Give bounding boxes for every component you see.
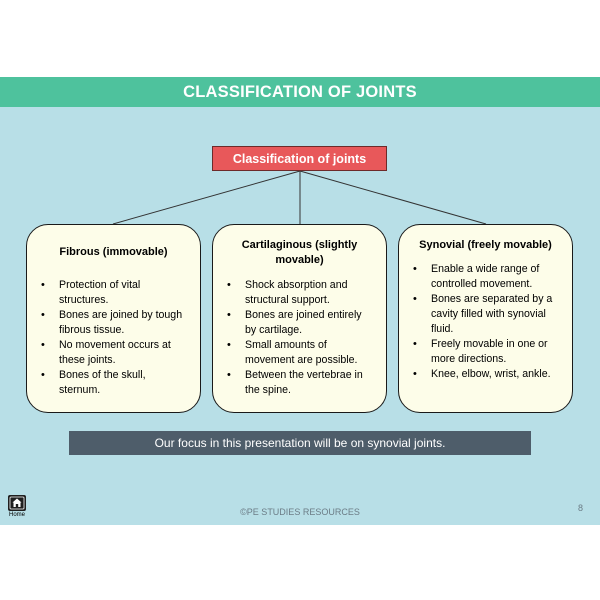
focus-text: Our focus in this presentation will be o… bbox=[154, 436, 446, 450]
card-fibrous: Fibrous (immovable) Protection of vital … bbox=[26, 224, 201, 413]
bullet-item: Shock absorption and structural support. bbox=[225, 278, 374, 308]
bullet-item: Between the vertebrae in the spine. bbox=[225, 368, 374, 398]
card-title: Synovial (freely movable) bbox=[419, 239, 552, 251]
bullet-item: Bones are joined by tough fibrous tissue… bbox=[39, 308, 188, 338]
page-number: 8 bbox=[578, 503, 584, 513]
bullet-item: Bones of the skull, sternum. bbox=[39, 368, 188, 398]
footer-copyright: ©PE STUDIES RESOURCES bbox=[240, 507, 360, 517]
bullet-item: Enable a wide range of controlled moveme… bbox=[411, 262, 560, 292]
card-cartilaginous: Cartilaginous (slightly movable) Shock a… bbox=[212, 224, 387, 413]
connector-line-fibrous bbox=[112, 170, 301, 225]
slide-title: CLASSIFICATION OF JOINTS bbox=[183, 82, 417, 101]
bullet-item: Bones are separated by a cavity filled w… bbox=[411, 292, 560, 337]
slide: CLASSIFICATION OF JOINTS Classification … bbox=[0, 75, 600, 525]
bullet-list: Protection of vital structures. Bones ar… bbox=[39, 278, 188, 398]
bullet-list: Shock absorption and structural support.… bbox=[225, 278, 374, 398]
root-node: Classification of joints bbox=[212, 146, 387, 171]
title-bar: CLASSIFICATION OF JOINTS bbox=[0, 75, 600, 107]
bullet-item: Bones are joined entirely by cartilage. bbox=[225, 308, 374, 338]
bullet-item: Protection of vital structures. bbox=[39, 278, 188, 308]
home-label: Home bbox=[8, 512, 25, 518]
home-icon bbox=[8, 495, 26, 511]
connector-lines bbox=[112, 170, 487, 225]
bullet-item: Knee, elbow, wrist, ankle. bbox=[411, 367, 560, 382]
bullet-list: Enable a wide range of controlled moveme… bbox=[411, 262, 560, 382]
card-title: Fibrous (immovable) bbox=[59, 246, 168, 258]
bullet-item: Small amounts of movement are possible. bbox=[225, 338, 374, 368]
focus-banner: Our focus in this presentation will be o… bbox=[69, 431, 531, 455]
bullet-item: Freely movable in one or more directions… bbox=[411, 337, 560, 367]
card-title: Cartilaginous (slightly movable) bbox=[241, 239, 358, 266]
card-synovial: Synovial (freely movable) Enable a wide … bbox=[398, 224, 573, 413]
bullet-item: No movement occurs at these joints. bbox=[39, 338, 188, 368]
home-button[interactable]: Home bbox=[6, 495, 28, 521]
root-node-label: Classification of joints bbox=[232, 151, 367, 166]
connector-line-synovial bbox=[299, 170, 487, 225]
